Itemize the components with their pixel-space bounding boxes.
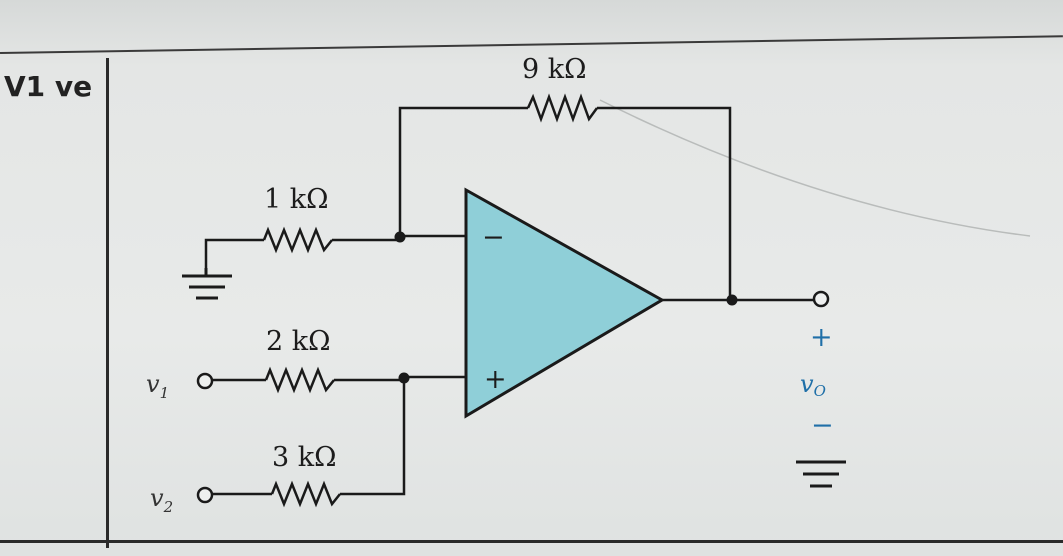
resistor-3k — [270, 480, 341, 508]
junction-inverting — [394, 231, 406, 243]
label-9k: 9 kΩ — [522, 54, 587, 85]
label-1k: 1 kΩ — [264, 184, 329, 215]
label-3k: 3 kΩ — [272, 442, 337, 473]
terminal-v1 — [196, 372, 214, 390]
terminal-v2 — [196, 486, 214, 504]
opamp-noninverting-sign: + — [484, 364, 507, 395]
output-plus-sign: + — [810, 322, 833, 353]
pencil-mark — [599, 99, 1031, 237]
output-voltage-label: vO — [800, 370, 826, 400]
junction-noninverting — [398, 372, 410, 384]
wires — [204, 93, 814, 508]
label-2k: 2 kΩ — [266, 326, 331, 357]
resistor-2k — [264, 366, 335, 394]
resistor-1k — [262, 226, 333, 254]
junction-output — [726, 294, 738, 306]
feedback-wire-right — [597, 106, 732, 300]
label-v2: v2 — [150, 484, 173, 516]
ground-symbol-left — [182, 268, 232, 300]
ground-lead-wire — [204, 238, 264, 272]
ground-symbol-output — [796, 460, 846, 488]
left-table-cell — [0, 58, 109, 548]
resistor-9k — [526, 93, 599, 123]
feedback-wire-left — [398, 106, 528, 236]
v2-node-wire — [340, 492, 406, 496]
side-label: V1 ve — [4, 70, 93, 103]
opamp-inverting-sign: − — [482, 222, 505, 253]
table-bottom-border — [0, 540, 1063, 543]
terminal-output — [812, 290, 830, 308]
output-minus-sign: − — [811, 410, 834, 441]
label-v1: v1 — [146, 370, 169, 402]
opamp-triangle — [464, 187, 666, 419]
